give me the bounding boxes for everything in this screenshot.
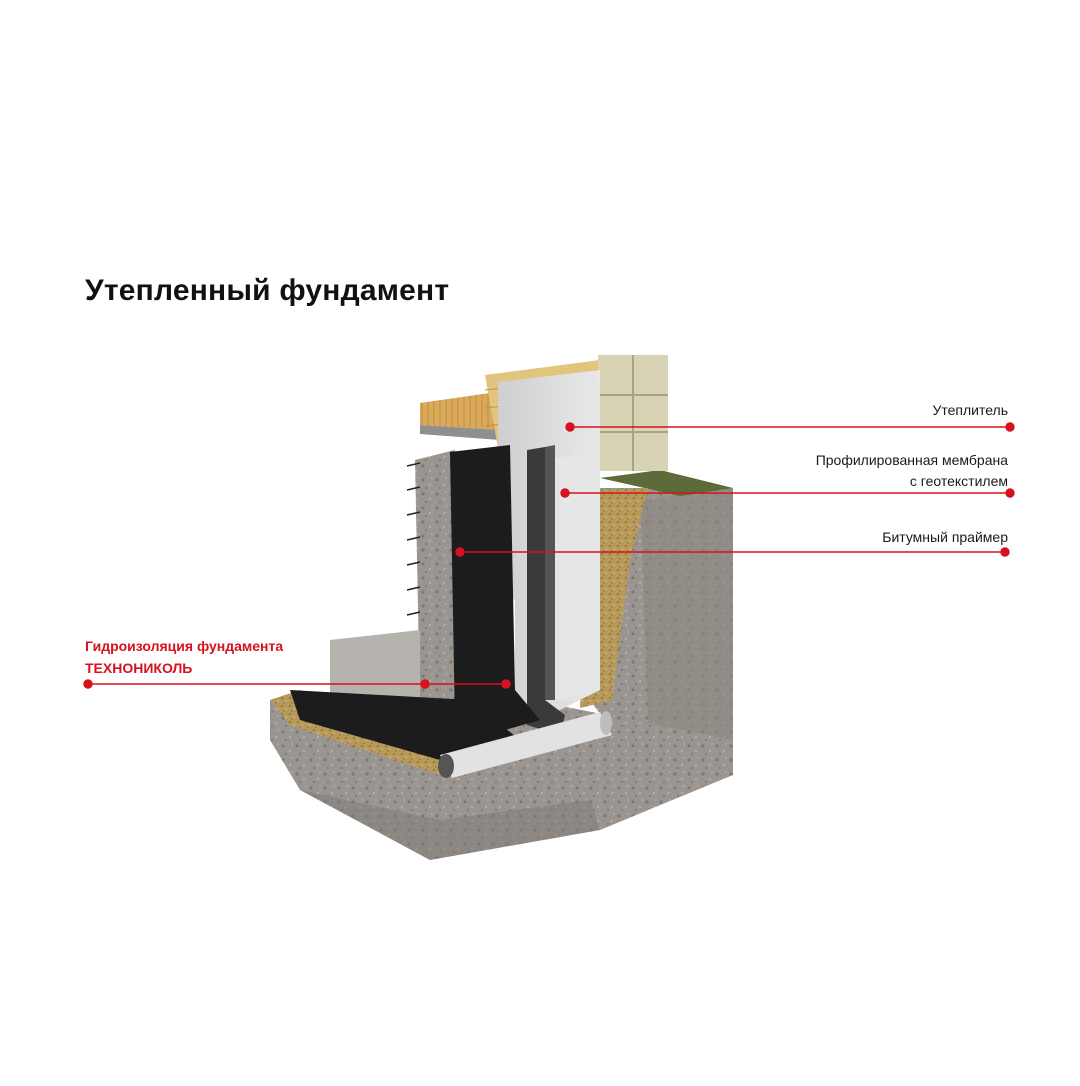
drainage-pipe <box>438 711 612 778</box>
label-waterproofing-line2: ТЕХНОНИКОЛЬ <box>85 660 193 676</box>
label-waterproofing-line1: Гидроизоляция фундамента <box>85 638 284 654</box>
waterproofing-membrane <box>450 445 540 740</box>
callout-dot-membrane <box>560 488 570 498</box>
callout-dot-waterproofing-b <box>501 679 511 689</box>
callout-dot-primer <box>455 547 465 557</box>
label-insulation: Утеплитель <box>932 402 1008 418</box>
anchor-ties <box>406 462 421 616</box>
floor-deck <box>420 393 500 430</box>
foundation-wall <box>330 450 460 720</box>
facade-tiles <box>598 355 668 471</box>
page-title: Утепленный фундамент <box>85 274 450 307</box>
callout-dot-waterproofing-a <box>420 679 430 689</box>
label-primer: Битумный праймер <box>882 529 1008 545</box>
profiled-membrane <box>527 447 565 735</box>
callout-lines <box>83 422 1015 689</box>
callout-dot-insulation <box>565 422 575 432</box>
label-membrane-line2: с геотекстилем <box>909 473 1008 489</box>
label-membrane-line1: Профилированная мембрана <box>815 452 1008 468</box>
